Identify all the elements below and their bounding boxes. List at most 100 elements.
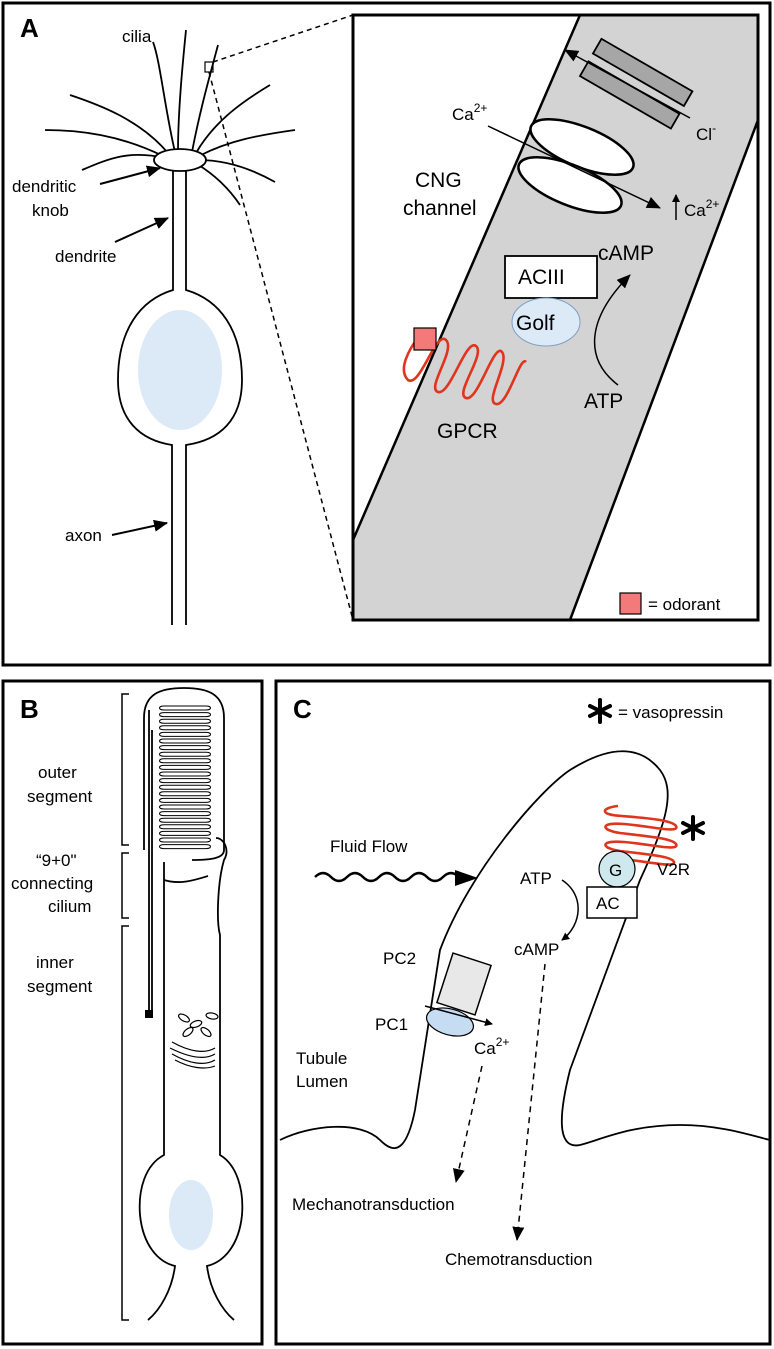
disk	[159, 731, 211, 737]
label-inner-2: segment	[27, 977, 92, 996]
label-conn-2: connecting	[11, 874, 93, 893]
pc2-channel	[435, 952, 493, 1016]
label-tubule-1: Tubule	[296, 1049, 347, 1068]
disk	[159, 712, 211, 718]
arrow-dendrite	[114, 217, 169, 243]
disk	[159, 738, 211, 744]
panel-b: B outer segment “9+0" connecting cilium …	[1, 679, 264, 1346]
panel-c-letter: C	[293, 694, 312, 724]
outer-segment-disks	[159, 705, 211, 850]
label-pc1: PC1	[375, 1015, 408, 1034]
photoreceptor-nucleus	[169, 1180, 213, 1250]
label-cng-1: CNG	[415, 169, 462, 192]
label-camp: cAMP	[598, 242, 654, 265]
label-conn-3: cilium	[48, 897, 91, 916]
label-tubule-2: Lumen	[296, 1072, 348, 1091]
label-pc2: PC2	[383, 949, 416, 968]
label-gpcr: GPCR	[437, 420, 498, 443]
label-camp-c: cAMP	[514, 940, 559, 959]
arrow-fluid-flow	[314, 871, 460, 883]
arrow-mechano	[452, 1065, 483, 1183]
vasopressin-star	[681, 815, 705, 841]
disk	[159, 811, 211, 817]
label-atp: ATP	[584, 390, 623, 413]
label-mechano: Mechanotransduction	[292, 1195, 455, 1214]
cilium-inset: Cl- Ca2+ CNG channel Ca2+ cAMP ACIII Gol…	[351, 13, 760, 622]
label-cng-2: channel	[403, 197, 477, 220]
panel-a: A cilia dendritic knob de	[1, 1, 772, 667]
disk	[159, 797, 211, 803]
label-dendritic-knob-1: dendritic	[12, 177, 77, 196]
cng-channel	[517, 118, 635, 214]
vasopressin-legend-star	[588, 698, 612, 724]
label-fluid-flow: Fluid Flow	[330, 837, 408, 856]
segment-brackets	[121, 693, 129, 1321]
disk	[159, 804, 211, 810]
label-cl: Cl-	[696, 121, 716, 144]
disk	[159, 745, 211, 751]
disk	[159, 817, 211, 823]
label-ca-out: Ca2+	[684, 197, 719, 220]
golgi	[169, 1041, 216, 1069]
vasopressin-legend-label: = vasopressin	[618, 703, 723, 722]
disk	[159, 758, 211, 764]
disk	[159, 718, 211, 724]
panel-b-letter: B	[20, 694, 39, 724]
label-golf: Golf	[516, 312, 555, 335]
disk	[159, 784, 211, 790]
panel-a-letter: A	[20, 13, 39, 43]
disk	[159, 844, 211, 850]
label-g: G	[609, 861, 622, 880]
arrow-atp-camp	[593, 274, 631, 386]
panel-b-frame	[1, 679, 264, 1346]
disk	[159, 778, 211, 784]
arrow-ca-influx	[424, 1005, 493, 1027]
disk	[159, 751, 211, 757]
disk	[159, 771, 211, 777]
disk	[159, 725, 211, 731]
label-outer-1: outer	[38, 763, 77, 782]
primary-cilium	[279, 750, 771, 1150]
arrow-axon	[111, 519, 168, 536]
panel-c-frame	[274, 679, 772, 1346]
arrow-cl	[564, 49, 691, 119]
pc1-protein	[425, 1007, 475, 1037]
golf-protein	[511, 297, 581, 347]
gpcr-receptor	[402, 334, 528, 406]
label-ca: Ca2+	[474, 1035, 509, 1058]
arrow-ca-in	[487, 125, 661, 209]
arrow-chemo	[512, 963, 546, 1241]
photoreceptor	[138, 687, 244, 1321]
label-cilia: cilia	[122, 27, 152, 46]
label-inner-1: inner	[36, 953, 74, 972]
label-atp-c: ATP	[520, 869, 552, 888]
disk	[159, 764, 211, 770]
mitochondria	[177, 1012, 219, 1038]
label-conn-1: “9+0"	[36, 851, 77, 870]
label-ca-in: Ca2+	[452, 101, 487, 124]
disk	[159, 830, 211, 836]
disk	[159, 824, 211, 830]
disk	[159, 705, 211, 711]
arrow-atp-camp-c	[561, 879, 579, 941]
odorant-legend-swatch	[619, 592, 642, 615]
label-aciii: ACIII	[518, 266, 565, 289]
basal-body	[145, 1010, 153, 1018]
odorant	[413, 327, 437, 351]
label-dendritic-knob-2: knob	[32, 201, 69, 220]
disk	[159, 791, 211, 797]
label-ac: AC	[596, 894, 620, 913]
panel-c: C = vasopressin Fluid Flow PC2 PC1 Ca2+ …	[274, 679, 772, 1346]
label-chemo: Chemotransduction	[445, 1250, 592, 1269]
label-dendrite: dendrite	[55, 247, 116, 266]
v2r-receptor	[603, 804, 678, 866]
neuron-nucleus	[138, 310, 222, 430]
odorant-legend-label: = odorant	[648, 595, 721, 614]
disk	[159, 837, 211, 843]
label-outer-2: segment	[27, 787, 92, 806]
label-v2r: V2R	[657, 860, 690, 879]
arrow-knob	[99, 165, 161, 185]
ac-box	[586, 886, 638, 919]
label-axon: axon	[65, 526, 102, 545]
